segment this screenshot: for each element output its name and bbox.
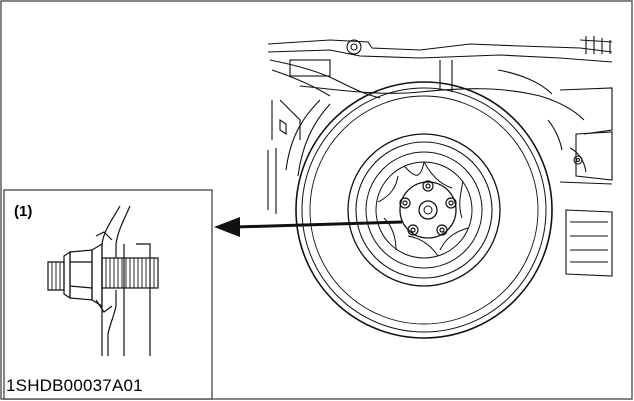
tractor-body [267,36,613,277]
detail-callout-box [3,189,213,400]
arrow-left-icon [214,217,403,237]
wheel-assembly [295,81,553,339]
callout-label: (1) [14,203,33,220]
bolt-thread-lines [51,258,155,290]
lug-nuts [399,180,457,236]
hub [399,181,457,239]
tire-outer [295,81,553,339]
rim [355,141,493,279]
figure-code: 1SHDB00037A01 [6,376,143,395]
